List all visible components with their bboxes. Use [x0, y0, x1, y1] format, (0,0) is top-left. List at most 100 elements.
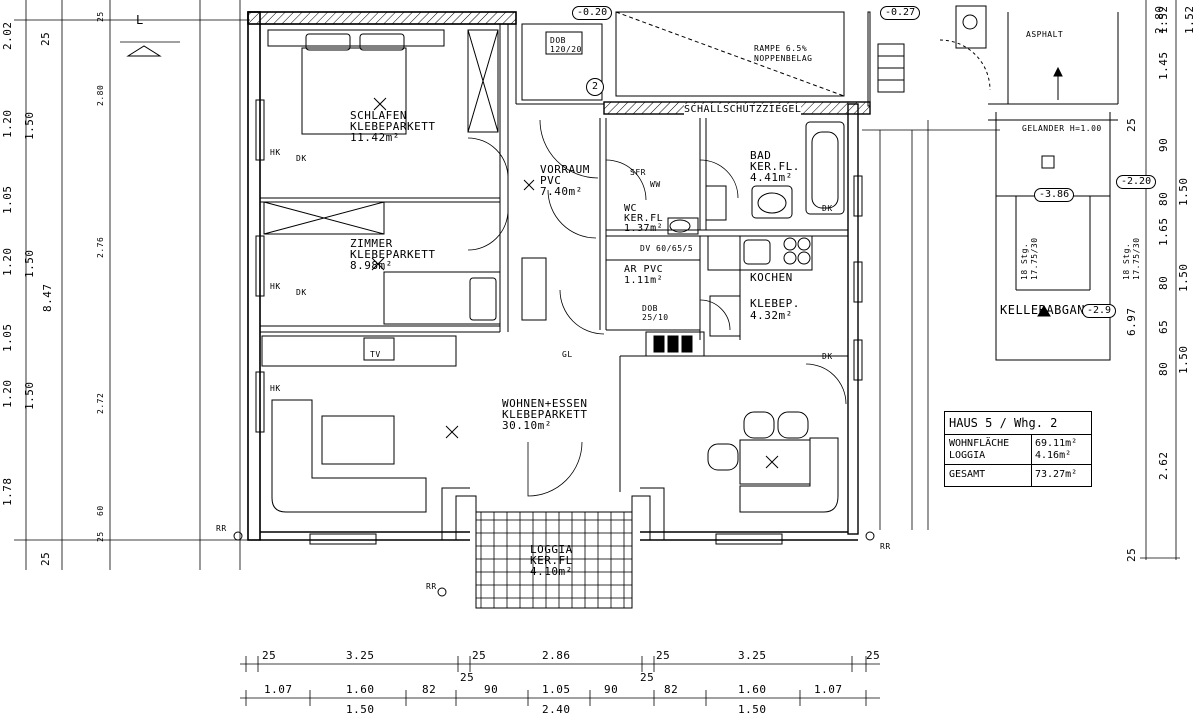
dk-label-4: DK	[822, 204, 833, 213]
dim-left-outer: 1.05	[1, 185, 14, 215]
dim-bottom-r1: 25	[262, 649, 277, 662]
room-vorraum-name: VORRAUM	[540, 163, 590, 176]
dim-bottom-r2: 90	[604, 683, 619, 696]
room-wohnen-floor: KLEBEPARKETT	[502, 408, 588, 421]
dim-left-outer: 2.02	[1, 21, 14, 51]
room-zimmer-area: 8.98m²	[350, 259, 393, 272]
dim-bottom-r2: 1.60	[346, 683, 375, 696]
room-loggia-area: 4.10m²	[530, 565, 573, 578]
dim-right-far: 1.45	[1157, 51, 1170, 81]
area-row-value: 69.11m²	[1035, 438, 1078, 449]
room-ar-area: 1.11m²	[624, 275, 664, 286]
dim-right-far: 1.52	[1157, 5, 1170, 35]
gelaender-label: GELANDER H=1.00	[1022, 124, 1102, 133]
ramp-area	[521, 5, 991, 107]
windows	[255, 99, 863, 545]
dim-bottom-r1: 3.25	[738, 649, 767, 662]
living-furniture	[261, 335, 839, 513]
sfr-label: SFR	[630, 168, 646, 177]
room-wohnen-name: WOHNEN+ESSEN	[502, 397, 588, 410]
interior-walls	[260, 24, 848, 492]
dim-bottom-r2: 1.07	[264, 683, 293, 696]
room-loggia-floor: KER.FL	[530, 554, 573, 567]
room-bad-name: BAD	[750, 149, 772, 162]
stair-steps: 18 Stg.	[1020, 242, 1029, 280]
dob-size-1: 120/20	[550, 45, 582, 54]
bathroom-fixtures	[667, 121, 845, 235]
dim-left-outer: 25	[39, 551, 52, 566]
dim-left-wall: 25	[96, 531, 105, 542]
area-table-title: HAUS 5 / Whg. 2	[949, 416, 1058, 430]
dim-right-far: 2.62	[1157, 451, 1170, 481]
dim-bottom-r2: 1.05	[542, 683, 571, 696]
room-vorraum-floor: PVC	[540, 174, 562, 187]
dim-bottom-r2: 1.07	[814, 683, 843, 696]
dob-size-2: 25/10	[642, 313, 669, 322]
dim-right-mid: 90	[1157, 137, 1170, 152]
room-loggia-name: LOGGIA	[530, 543, 573, 556]
level-tag-3: -3.86	[1034, 188, 1075, 202]
room-zimmer-floor: KLEBEPARKETT	[350, 248, 436, 261]
l-marker: L	[136, 13, 144, 27]
dim-right-far: 25	[1125, 547, 1138, 562]
dim-left-outer: 1.20	[1, 109, 14, 139]
room-schlafen-area: 11.42m²	[350, 131, 400, 144]
dim-right-mid: 80	[1157, 361, 1170, 376]
dim-left-wall: 25	[96, 11, 105, 22]
area-row-value: 4.16m²	[1035, 450, 1072, 461]
area-row-value: 73.27m²	[1035, 469, 1078, 480]
dim-right-mid: 65	[1157, 319, 1170, 334]
rr-label-2: RR	[880, 542, 891, 551]
dim-left-inner: 1.50	[23, 249, 36, 279]
loggia-outline	[441, 487, 665, 609]
hk-label-3: HK	[270, 384, 281, 393]
area-row-label: LOGGIA	[949, 450, 986, 461]
exterior-walls	[247, 11, 871, 541]
dob-label-2: DOB	[642, 304, 658, 313]
level-tag-4: -2.20	[1116, 175, 1157, 189]
area-row-label: GESAMT	[949, 469, 986, 480]
dim-left-total: 8.47	[41, 283, 54, 313]
dv-label: DV 60/65/5	[640, 244, 694, 253]
room-bad-floor: KER.FL.	[750, 160, 800, 173]
dim-bottom-r2: 82	[422, 683, 437, 696]
room-wc-floor: KER.FL	[624, 213, 664, 224]
dim-left-inner: 1.50	[23, 381, 36, 411]
kitchen-fixtures	[645, 235, 813, 357]
dim-bottom-r2: 82	[664, 683, 679, 696]
dim-right-mid: 80	[1157, 191, 1170, 206]
dim-left-inner: 1.50	[23, 111, 36, 141]
dim-bottom-r2: 90	[484, 683, 499, 696]
room-wohnen-area: 30.10m²	[502, 419, 552, 432]
room-zimmer-name: ZIMMER	[350, 237, 393, 250]
room-wc-area: 1.37m²	[624, 223, 664, 234]
door-swings	[467, 119, 847, 497]
room-bad-area: 4.41m²	[750, 171, 793, 184]
room-vorraum-area: 7.40m²	[540, 185, 583, 198]
dim-bottom-r2: 1.60	[738, 683, 767, 696]
area-row-label: WOHNFLÄCHE	[949, 438, 1010, 449]
hk-label-2: HK	[270, 282, 281, 291]
circle-2-marker: 2	[586, 78, 604, 96]
stair-steps-2: 18 Stg.	[1122, 242, 1131, 280]
north-triangle	[126, 45, 162, 57]
stair-arrow	[1037, 305, 1051, 317]
dim-lines-left	[14, 0, 250, 570]
dim-right-far: 1.52	[1183, 5, 1196, 35]
schallschutz-label: SCHALLSCHUTZZIEGEL	[684, 104, 802, 115]
dim-bottom-r2: 25	[640, 671, 655, 684]
dim-bottom-r3: 1.50	[346, 703, 375, 716]
asphalt-label: ASPHALT	[1026, 30, 1064, 39]
dob-label-1: DOB	[550, 36, 566, 45]
dim-right-mid: 80	[1157, 275, 1170, 290]
dk-label-1: DK	[296, 154, 307, 163]
dim-bottom-r1: 25	[656, 649, 671, 662]
dim-left-outer: 1.20	[1, 379, 14, 409]
dim-left-outer: 25	[39, 31, 52, 46]
dim-right-far: 1.50	[1177, 177, 1190, 207]
kellerabgang-label: KELLERABGANG	[1000, 303, 1093, 317]
dim-right-far: 1.65	[1157, 217, 1170, 247]
area-table: HAUS 5 / Whg. 2 WOHNFLÄCHE 69.11m² LOGGI…	[944, 411, 1092, 487]
dim-bottom-r1: 3.25	[346, 649, 375, 662]
